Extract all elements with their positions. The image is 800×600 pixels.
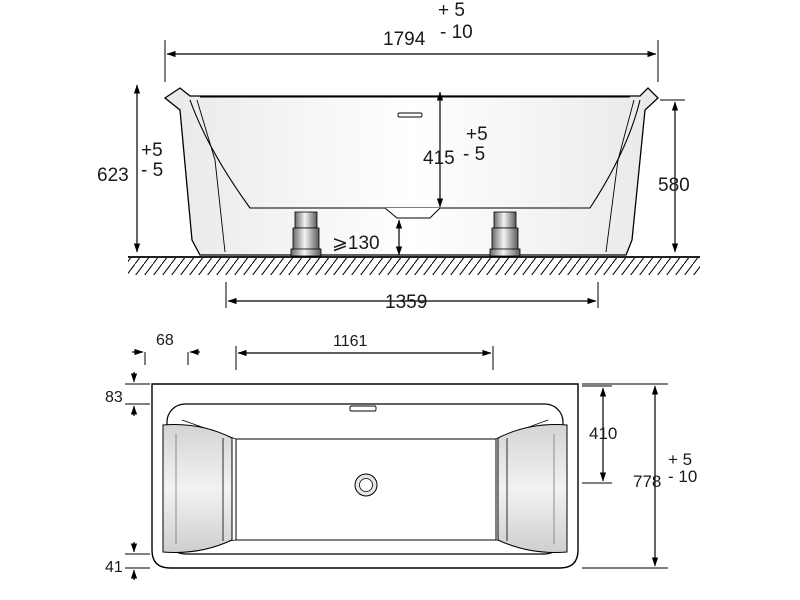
headrest-right bbox=[497, 424, 568, 553]
overall-width-tol-plus: + 5 bbox=[668, 450, 692, 469]
drain-clearance-value: ⩾130 bbox=[332, 233, 380, 254]
dim-feet-spacing: 1359 bbox=[225, 282, 599, 313]
dim-overall-length: 1794 + 5 - 10 bbox=[164, 0, 659, 82]
rim-height-value: 580 bbox=[658, 175, 690, 196]
overall-height-tol-minus: - 5 bbox=[141, 160, 163, 181]
right-skirt bbox=[605, 99, 635, 253]
dim-overall-width: + 5 778 - 10 bbox=[582, 383, 697, 569]
dim-end-offset: 68 bbox=[132, 332, 200, 365]
dim-rim-height: 580 bbox=[658, 99, 690, 253]
bathtub-inner-side bbox=[189, 99, 641, 209]
foot-left bbox=[290, 211, 322, 257]
left-skirt bbox=[196, 99, 226, 253]
dim-inner-depth: +5 415 - 5 bbox=[423, 91, 488, 208]
dim-bottom-margin: 41 bbox=[105, 542, 150, 580]
top-margin-value: 83 bbox=[105, 389, 123, 406]
foot-right bbox=[489, 211, 521, 257]
inner-flat-length-value: 1161 bbox=[333, 333, 368, 350]
overall-length-value: 1794 bbox=[383, 29, 426, 50]
dim-inner-flat-length: 1161 bbox=[235, 333, 494, 370]
overall-width-tol-minus: - 10 bbox=[668, 467, 697, 486]
plan-view: 68 1161 83 41 bbox=[105, 332, 697, 580]
overall-height-tol-plus: +5 bbox=[141, 140, 163, 161]
feet-spacing-value: 1359 bbox=[385, 292, 427, 313]
dim-drain-clearance: ⩾130 bbox=[332, 219, 403, 256]
inner-depth-tol-minus: - 5 bbox=[463, 144, 485, 165]
half-width-value: 410 bbox=[589, 424, 617, 443]
dim-overall-height: +5 623 - 5 bbox=[97, 84, 163, 253]
overflow-icon bbox=[397, 112, 423, 118]
dim-top-margin: 83 bbox=[105, 372, 150, 416]
drain-inner-icon bbox=[359, 478, 373, 492]
overflow-icon-top bbox=[349, 405, 377, 412]
end-offset-value: 68 bbox=[156, 332, 174, 349]
inner-depth-tol-plus: +5 bbox=[466, 124, 488, 145]
headrest-left bbox=[162, 424, 233, 553]
floor-hatching bbox=[128, 258, 700, 275]
bathtub-shell-side bbox=[163, 87, 659, 256]
bottom-margin-value: 41 bbox=[105, 559, 123, 576]
overall-height-value: 623 bbox=[97, 165, 129, 186]
drain-outlet-side bbox=[384, 207, 441, 219]
overall-width-value: 778 bbox=[633, 472, 661, 491]
side-view: 1794 + 5 - 10 +5 623 - 5 580 +5 415 - 5 … bbox=[97, 0, 700, 313]
dim-half-width: 410 bbox=[582, 385, 617, 484]
overall-length-tol-minus: - 10 bbox=[440, 22, 473, 43]
inner-depth-value: 415 bbox=[423, 148, 455, 169]
overall-length-tol-plus: + 5 bbox=[438, 0, 465, 21]
